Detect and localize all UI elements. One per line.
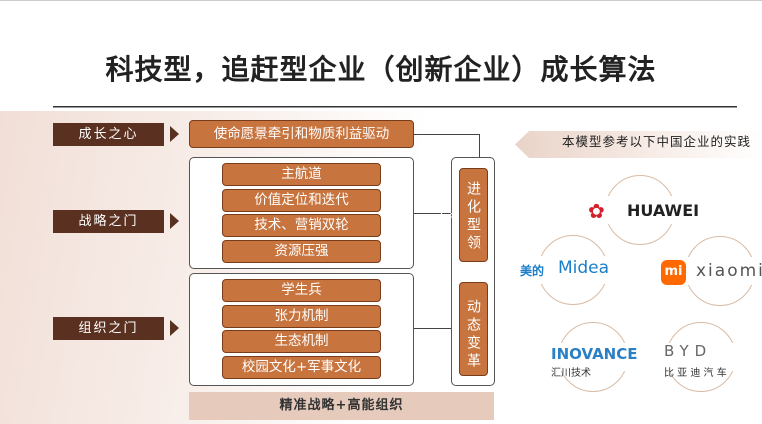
- callout-banner: [515, 131, 762, 158]
- xiaomi-logo: xiaomi: [696, 261, 762, 281]
- title-divider: [53, 106, 737, 108]
- label-strategy: 战略之门: [53, 210, 164, 233]
- midea-logo: Midea: [558, 258, 610, 278]
- callout-text: 本模型参考以下中国企业的实践: [562, 134, 752, 149]
- connector-line: [414, 213, 451, 214]
- label-heart: 成长之心: [53, 123, 164, 146]
- org-item: 生态机制: [222, 330, 381, 353]
- top-border: [0, 0, 762, 3]
- inovance-cn-logo: 汇川技术: [551, 368, 591, 379]
- strategy-item: 技术、营销双轮: [222, 214, 381, 237]
- xiaomi-mark: mi: [661, 260, 686, 285]
- inovance-logo: INOVANCE: [551, 345, 638, 363]
- huawei-flower-icon: ✿: [588, 199, 605, 223]
- strategy-item: 资源压强: [222, 240, 381, 263]
- arrow-icon: [170, 213, 179, 229]
- connector-line: [414, 134, 480, 135]
- arrow-icon: [170, 126, 179, 142]
- huawei-logo: HUAWEI: [627, 201, 700, 220]
- connector-line: [479, 134, 480, 157]
- org-item: 学生兵: [222, 279, 381, 302]
- page-title: 科技型，追赶型企业（创新企业）成长算法: [105, 53, 657, 86]
- heart-box: 使命愿景牵引和物质利益驱动: [189, 120, 414, 148]
- midea-cn-logo: 美的: [520, 264, 545, 278]
- org-item: 校园文化+军事文化: [222, 356, 381, 379]
- byd-logo: BYD: [664, 342, 713, 360]
- connector-line: [414, 328, 451, 329]
- label-organization: 组织之门: [53, 317, 164, 340]
- org-item: 张力机制: [222, 305, 381, 328]
- byd-cn-logo: 比 亚 迪 汽 车: [664, 368, 727, 379]
- strategy-item: 价值定位和迭代: [222, 189, 381, 212]
- strategy-item: 主航道: [222, 163, 381, 186]
- dynamic-change-box: 动态变革: [459, 282, 488, 376]
- evolutionary-leadership-box: 进化型领导: [437, 168, 488, 262]
- arrow-icon: [170, 320, 179, 336]
- bottom-bar: 精准战略+高能组织: [189, 392, 494, 420]
